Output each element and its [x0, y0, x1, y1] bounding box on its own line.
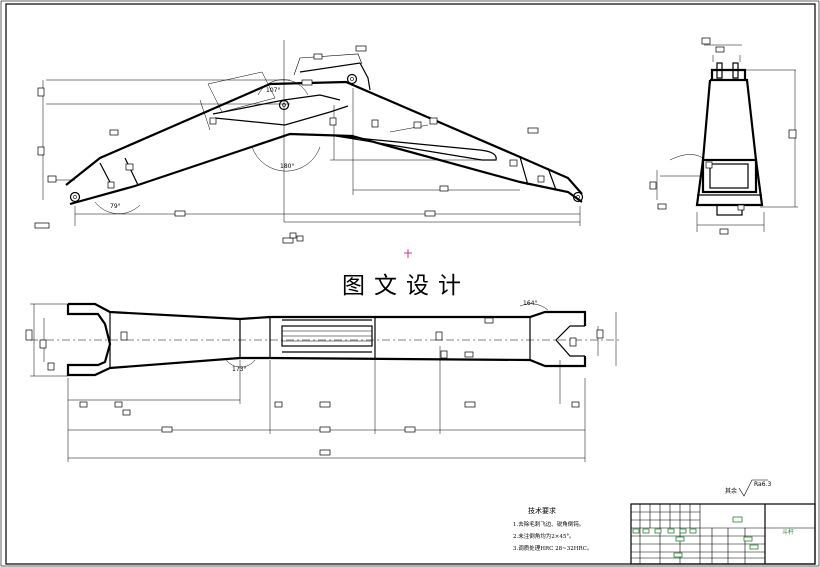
title-block: 斗杆	[630, 503, 816, 565]
technical-requirements: 技术要求 1.去除毛刺飞边、锐角倒钝。 2.未注倒角均为2×45°。 3.调质处…	[513, 506, 592, 552]
angle-label-173: 173°	[232, 366, 246, 373]
front-view: 107° 79° 180°	[34, 40, 584, 244]
inner-frame	[5, 3, 816, 565]
title-block-drawing-name: 斗杆	[782, 528, 794, 536]
watermark-title: 图文设计	[342, 273, 470, 299]
tech-requirements-title: 技术要求	[528, 506, 556, 515]
surface-finish-symbol: 其余 Ra6.3	[725, 479, 771, 497]
angle-label-180: 180°	[280, 163, 294, 170]
tech-requirement-2: 2.未注倒角均为2×45°。	[513, 532, 575, 540]
side-view	[649, 37, 798, 235]
tech-requirement-3: 3.调质处理HRC 28~32HRC。	[513, 544, 592, 552]
tech-requirement-1: 1.去除毛刺飞边、锐角倒钝。	[513, 520, 584, 528]
angle-label-107: 107°	[266, 87, 280, 94]
surface-finish-value: Ra6.3	[754, 481, 771, 488]
surface-finish-label: 其余	[725, 487, 737, 495]
angle-label-79: 79°	[110, 203, 121, 210]
angle-label-164: 164°	[523, 300, 537, 307]
top-view: 164° 173°	[25, 300, 620, 462]
